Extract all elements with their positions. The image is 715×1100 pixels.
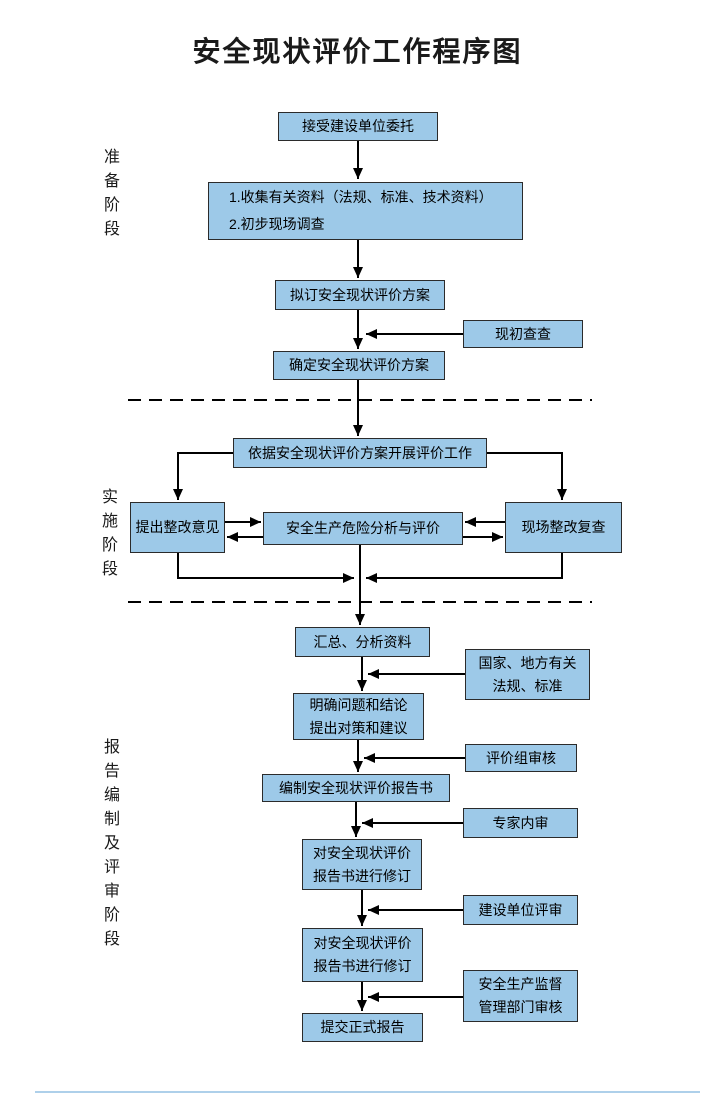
- node-collect-materials: 1.收集有关资料（法规、标准、技术资料） 2.初步现场调查: [208, 182, 523, 240]
- arrow-carryout-to-propose: [173, 452, 233, 500]
- page-title: 安全现状评价工作程序图: [192, 36, 523, 67]
- node-confirm-plan: 确定安全现状评价方案: [273, 351, 445, 380]
- node-revise-report-2: 对安全现状评价 报告书进行修订: [302, 928, 423, 982]
- node-regulations-standards: 国家、地方有关 法规、标准: [465, 649, 590, 700]
- node-client-review: 建设单位评审: [463, 895, 578, 925]
- bottom-divider: [35, 1091, 700, 1093]
- node-carry-out-evaluation: 依据安全现状评价方案开展评价工作: [233, 438, 487, 468]
- node-draft-plan: 拟订安全现状评价方案: [275, 280, 445, 310]
- node-compile-report: 编制安全现状评价报告书: [262, 774, 450, 802]
- node-risk-analysis: 安全生产危险分析与评价: [263, 512, 463, 545]
- node-submit-final-report: 提交正式报告: [302, 1013, 423, 1042]
- node-group-review: 评价组审核: [465, 744, 577, 772]
- node-expert-review: 专家内审: [463, 808, 578, 838]
- node-clarify-conclusions: 明确问题和结论 提出对策和建议: [293, 693, 424, 740]
- node-authority-review: 安全生产监督 管理部门审核: [463, 970, 578, 1022]
- node-summarize-analyze: 汇总、分析资料: [295, 627, 430, 657]
- node-revise-report-1: 对安全现状评价 报告书进行修订: [302, 839, 422, 890]
- node-propose-rectification: 提出整改意见: [130, 502, 225, 553]
- phase-label-preparation: 准备阶段: [103, 149, 120, 238]
- node-accept-commission: 接受建设单位委托: [278, 112, 438, 141]
- phase-label-implementation: 实施阶段: [101, 489, 118, 578]
- node-site-recheck: 现场整改复查: [505, 502, 622, 553]
- arrow-recheck-to-junction: [366, 553, 563, 583]
- phase-label-report-review: 报告编制及评审阶段: [103, 739, 120, 948]
- arrow-carryout-to-recheck: [487, 452, 567, 500]
- node-initial-survey: 现初查查: [463, 320, 583, 348]
- arrow-propose-to-junction: [177, 553, 354, 583]
